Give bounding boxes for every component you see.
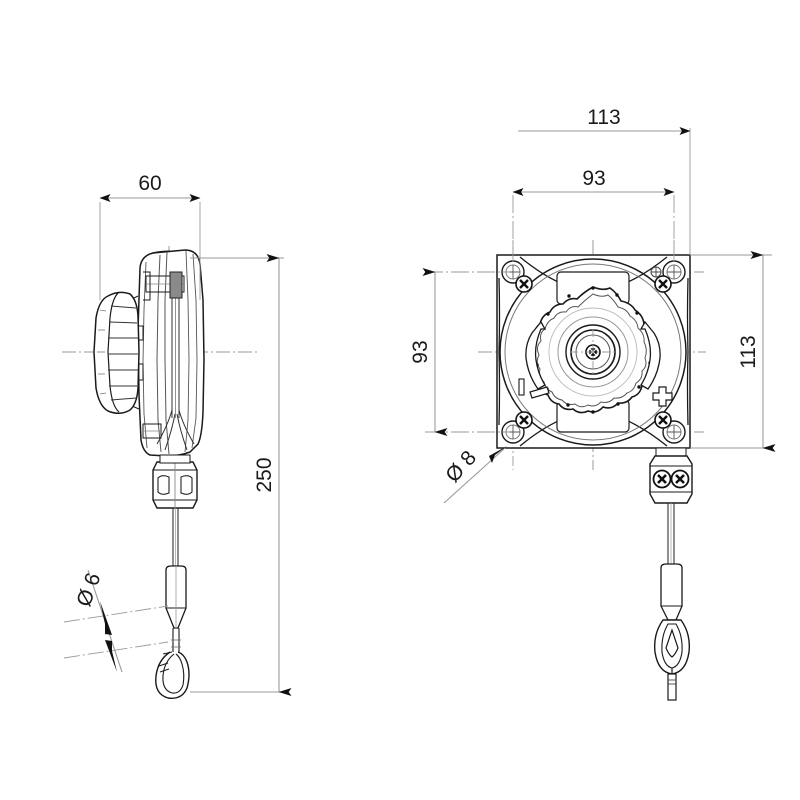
dimension-width-60: 60	[99, 172, 201, 300]
dimension-width-113: 113	[518, 106, 691, 255]
internal-drum-flare	[156, 409, 195, 451]
swivel-block-side	[152, 454, 198, 509]
counterclockwise-arrow-tail	[529, 386, 550, 399]
safety-hook-front	[653, 619, 691, 701]
cable-front	[667, 503, 675, 568]
swivel-block-front	[649, 447, 693, 504]
dimension-cable-diameter-6: Ø 6	[63, 569, 169, 673]
plus-marker	[652, 386, 673, 407]
minus-marker	[518, 378, 525, 396]
ext-line-dia6-upper	[63, 605, 169, 623]
adjust-knob-side	[93, 291, 140, 414]
knob-neck	[138, 325, 144, 381]
top-bracket	[143, 271, 185, 301]
leader-line-dia8	[443, 447, 506, 504]
cable-side	[172, 508, 179, 570]
ratchet-adjust-knob	[530, 286, 655, 414]
cross-head-screws	[515, 266, 672, 429]
dimension-label-113-horizontal: 113	[587, 106, 620, 129]
dimension-height-113: 113	[690, 251, 776, 452]
cable-ferrule-front	[660, 563, 683, 621]
dim-arrow-dia6-lower	[105, 640, 117, 672]
housing-body	[137, 249, 205, 457]
ext-line-dia6-lower	[63, 641, 169, 659]
lower-bracket	[142, 423, 162, 439]
dimension-label-60: 60	[138, 172, 161, 195]
housing-inner-circle	[504, 263, 682, 441]
dim-arrow-dia6-upper	[100, 601, 112, 635]
dimension-width-93: 93	[512, 167, 675, 262]
side-view	[62, 246, 258, 699]
dimension-label-113-vertical: 113	[737, 335, 760, 368]
internal-cable-channel	[171, 285, 180, 418]
front-view	[478, 240, 706, 701]
housing-outer-circle	[499, 258, 687, 446]
cable-ferrule-side	[165, 565, 187, 629]
dimension-label-250: 250	[253, 457, 276, 492]
safety-hook-side	[155, 628, 190, 699]
dimension-label-93-horizontal: 93	[582, 167, 605, 190]
dimension-height-93: 93	[409, 268, 510, 436]
leader-arrow-dia8	[489, 446, 507, 463]
dimension-height-250: 250	[190, 254, 292, 696]
clockwise-arrow	[639, 320, 661, 390]
counterclockwise-arrow	[525, 320, 547, 390]
dimension-label-93-vertical: 93	[409, 340, 432, 363]
